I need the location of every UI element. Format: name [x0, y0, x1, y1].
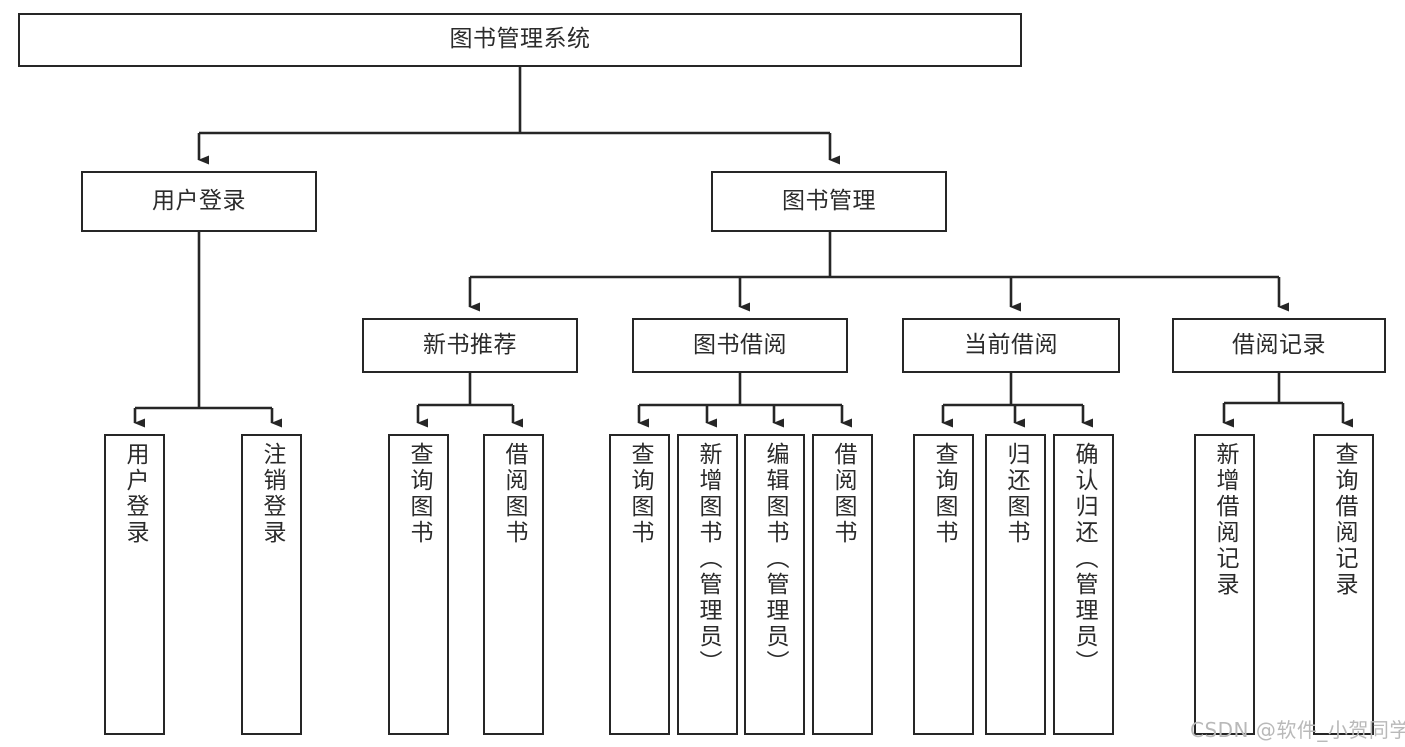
node-leaf-add-book-admin-label: 新增图书（管理员）: [695, 442, 721, 676]
node-leaf-user-logout-label: 注销登录: [259, 442, 285, 546]
node-book-borrow-label: 图书借阅: [693, 331, 787, 358]
node-borrow-records[interactable]: 借阅记录: [1172, 318, 1386, 373]
node-leaf-borrow-book-1[interactable]: 借阅图书: [483, 434, 544, 735]
node-leaf-edit-book-admin[interactable]: 编辑图书（管理员）: [744, 434, 805, 735]
node-leaf-query-book-1-label: 查询图书: [406, 442, 432, 546]
node-current-borrow[interactable]: 当前借阅: [902, 318, 1120, 373]
node-leaf-edit-book-admin-label: 编辑图书（管理员）: [762, 442, 788, 676]
node-current-borrow-label: 当前借阅: [964, 331, 1058, 358]
node-leaf-borrow-book-1-label: 借阅图书: [501, 442, 527, 546]
csdn-watermark: CSDN @软件_小贺同学: [1190, 718, 1405, 742]
node-root-label: 图书管理系统: [449, 26, 591, 53]
node-leaf-add-borrow-record[interactable]: 新增借阅记录: [1194, 434, 1255, 735]
node-leaf-user-logout[interactable]: 注销登录: [241, 434, 302, 735]
node-new-book-recommend[interactable]: 新书推荐: [362, 318, 578, 373]
node-leaf-query-book-3-label: 查询图书: [931, 442, 957, 546]
node-leaf-borrow-book-2-label: 借阅图书: [830, 442, 856, 546]
node-leaf-query-book-2[interactable]: 查询图书: [609, 434, 670, 735]
node-leaf-user-login[interactable]: 用户登录: [104, 434, 165, 735]
node-book-management-label: 图书管理: [782, 187, 876, 214]
node-leaf-query-book-3[interactable]: 查询图书: [913, 434, 974, 735]
node-root[interactable]: 图书管理系统: [18, 13, 1022, 67]
node-leaf-return-book-label: 归还图书: [1003, 442, 1029, 546]
node-leaf-confirm-return-admin[interactable]: 确认归还（管理员）: [1053, 434, 1114, 735]
node-new-book-recommend-label: 新书推荐: [423, 331, 517, 358]
node-leaf-add-book-admin[interactable]: 新增图书（管理员）: [677, 434, 738, 735]
node-leaf-query-borrow-record-label: 查询借阅记录: [1331, 442, 1357, 598]
node-book-management[interactable]: 图书管理: [711, 171, 947, 232]
node-leaf-borrow-book-2[interactable]: 借阅图书: [812, 434, 873, 735]
node-leaf-user-login-label: 用户登录: [122, 442, 148, 546]
node-leaf-return-book[interactable]: 归还图书: [985, 434, 1046, 735]
node-borrow-records-label: 借阅记录: [1232, 331, 1326, 358]
node-leaf-query-borrow-record[interactable]: 查询借阅记录: [1313, 434, 1374, 735]
node-book-borrow[interactable]: 图书借阅: [632, 318, 848, 373]
node-leaf-add-borrow-record-label: 新增借阅记录: [1212, 442, 1238, 598]
node-user-login-label: 用户登录: [152, 187, 246, 214]
node-user-login[interactable]: 用户登录: [81, 171, 317, 232]
node-leaf-query-book-2-label: 查询图书: [627, 442, 653, 546]
node-leaf-confirm-return-admin-label: 确认归还（管理员）: [1071, 442, 1097, 676]
node-leaf-query-book-1[interactable]: 查询图书: [388, 434, 449, 735]
